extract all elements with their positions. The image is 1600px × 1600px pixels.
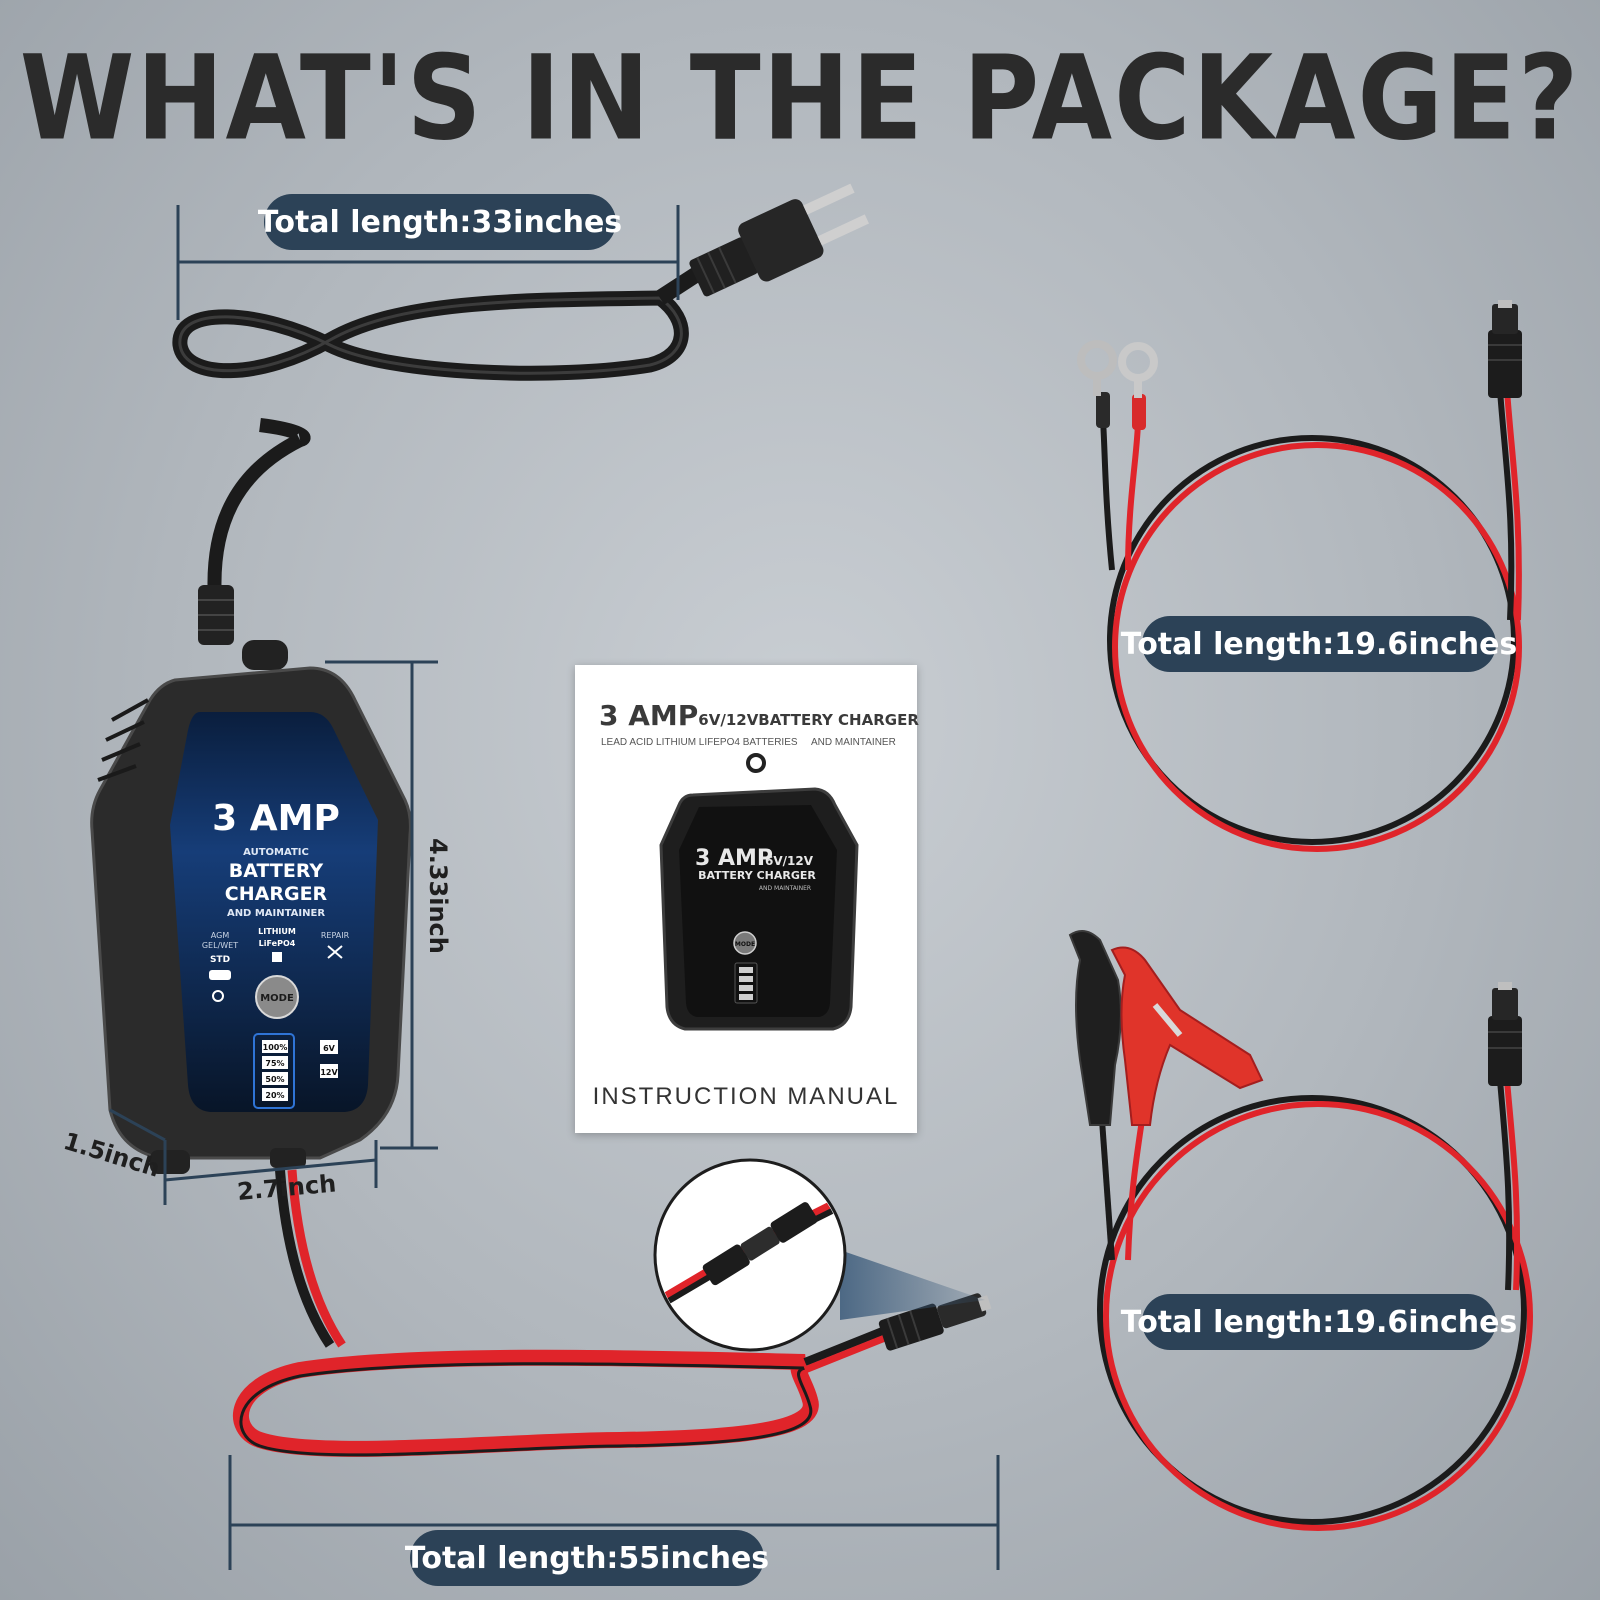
power-cord-length-pill: Total length:33inches: [258, 194, 622, 250]
clamp-cable-length-pill: Total length:19.6inches: [1121, 1294, 1517, 1350]
output-cable: [233, 1169, 992, 1457]
black-alligator-clamp: [1068, 930, 1122, 1126]
manual-title-rest: 6V/12VBATTERY CHARGER: [698, 711, 919, 729]
manual-subtitle-right: AND MAINTAINER: [811, 737, 896, 748]
charger-unit: 3 AMP AUTOMATIC BATTERY CHARGER AND MAIN…: [90, 640, 412, 1174]
ring-terminal-cable: [1077, 300, 1522, 852]
connector-magnifier: [653, 1158, 985, 1352]
volt-6-badge: 6V: [323, 1044, 336, 1053]
charger-amp-text: 3 AMP: [212, 798, 340, 839]
ring-loop-red: [1112, 442, 1522, 852]
mode-agm-text: AGM: [211, 931, 230, 940]
manual-title: 3 AMP6V/12VBATTERY CHARGER: [599, 699, 919, 732]
clamp-sae-connector: [1488, 982, 1522, 1086]
wrench-icon: [327, 945, 343, 959]
mode-lifepo4-text: LiFePO4: [259, 939, 296, 948]
output-cable-length-pill: Total length:55inches: [405, 1530, 769, 1586]
output-cable-loop: [233, 1349, 819, 1457]
charger-dimensions: [109, 660, 438, 1205]
mode-std-text: STD: [210, 955, 230, 965]
clamp-loop-black: [1097, 1095, 1527, 1525]
manual-mini-mode: MODE: [735, 941, 755, 948]
manual-mini-amp: 3 AMP: [695, 846, 773, 871]
mode-button[interactable]: [255, 975, 299, 1019]
charger-line3-text: CHARGER: [225, 883, 328, 905]
level-75: 75%: [265, 1059, 284, 1068]
power-cord-lead: [207, 433, 304, 601]
ring-terminal-black: [1077, 340, 1117, 380]
level-100: 100%: [263, 1043, 288, 1052]
battery-level-panel: [253, 1033, 295, 1109]
instruction-manual: 3 AMP6V/12VBATTERY CHARGER LEAD ACID LIT…: [575, 665, 919, 1133]
red-alligator-clamp: [1110, 946, 1264, 1126]
manual-charger-illustration: 3 AMP 6V/12V BATTERY CHARGER AND MAINTAI…: [659, 753, 859, 1031]
clamp-cable: [1068, 930, 1533, 1531]
motorcycle-icon: [212, 990, 224, 1002]
charger-height-label: 4.33inch: [424, 838, 452, 954]
volt-12-badge: 12V: [320, 1068, 338, 1077]
ring-terminal-red: [1118, 342, 1158, 382]
page-headline: WHAT'S IN THE PACKAGE?: [19, 30, 1581, 167]
manual-subtitle-left: LEAD ACID LITHIUM LIFEPO4 BATTERIES: [601, 737, 798, 748]
power-cord-dimension: [176, 205, 680, 320]
charger-face: [170, 712, 378, 1112]
level-badges: 100% 75% 50% 20%: [262, 1040, 288, 1101]
ring-sae-connector: [1488, 300, 1522, 398]
mode-lithium-text: LITHIUM: [258, 927, 296, 936]
clamp-loop-red: [1103, 1101, 1533, 1531]
output-cable-dimension: [228, 1455, 1000, 1570]
charger-width-label: 2.7inch: [236, 1169, 337, 1206]
charger-line2-text: BATTERY: [229, 860, 324, 882]
level-20: 20%: [265, 1091, 284, 1100]
mode-repair-text: REPAIR: [321, 931, 350, 940]
charger-line4-text: AND MAINTAINER: [227, 908, 325, 919]
wall-plug: [689, 183, 869, 297]
manual-mini-line: BATTERY CHARGER: [698, 869, 816, 882]
mode-button-label: MODE: [260, 993, 294, 1004]
lightning-icon: [272, 952, 282, 962]
car-icon: [209, 970, 231, 980]
manual-mini-maint: AND MAINTAINER: [759, 885, 811, 892]
mode-gel-text: GEL/WET: [202, 941, 238, 950]
ring-loop-black: [1107, 435, 1517, 845]
manual-mini-volt: 6V/12V: [765, 854, 814, 868]
level-50: 50%: [265, 1075, 284, 1084]
power-cord: [172, 183, 869, 645]
ring-cable-length-pill: Total length:19.6inches: [1121, 616, 1517, 672]
manual-footer: INSTRUCTION MANUAL: [592, 1083, 900, 1110]
manual-title-amp: 3 AMP: [599, 699, 699, 732]
charger-line1-text: AUTOMATIC: [243, 847, 309, 858]
